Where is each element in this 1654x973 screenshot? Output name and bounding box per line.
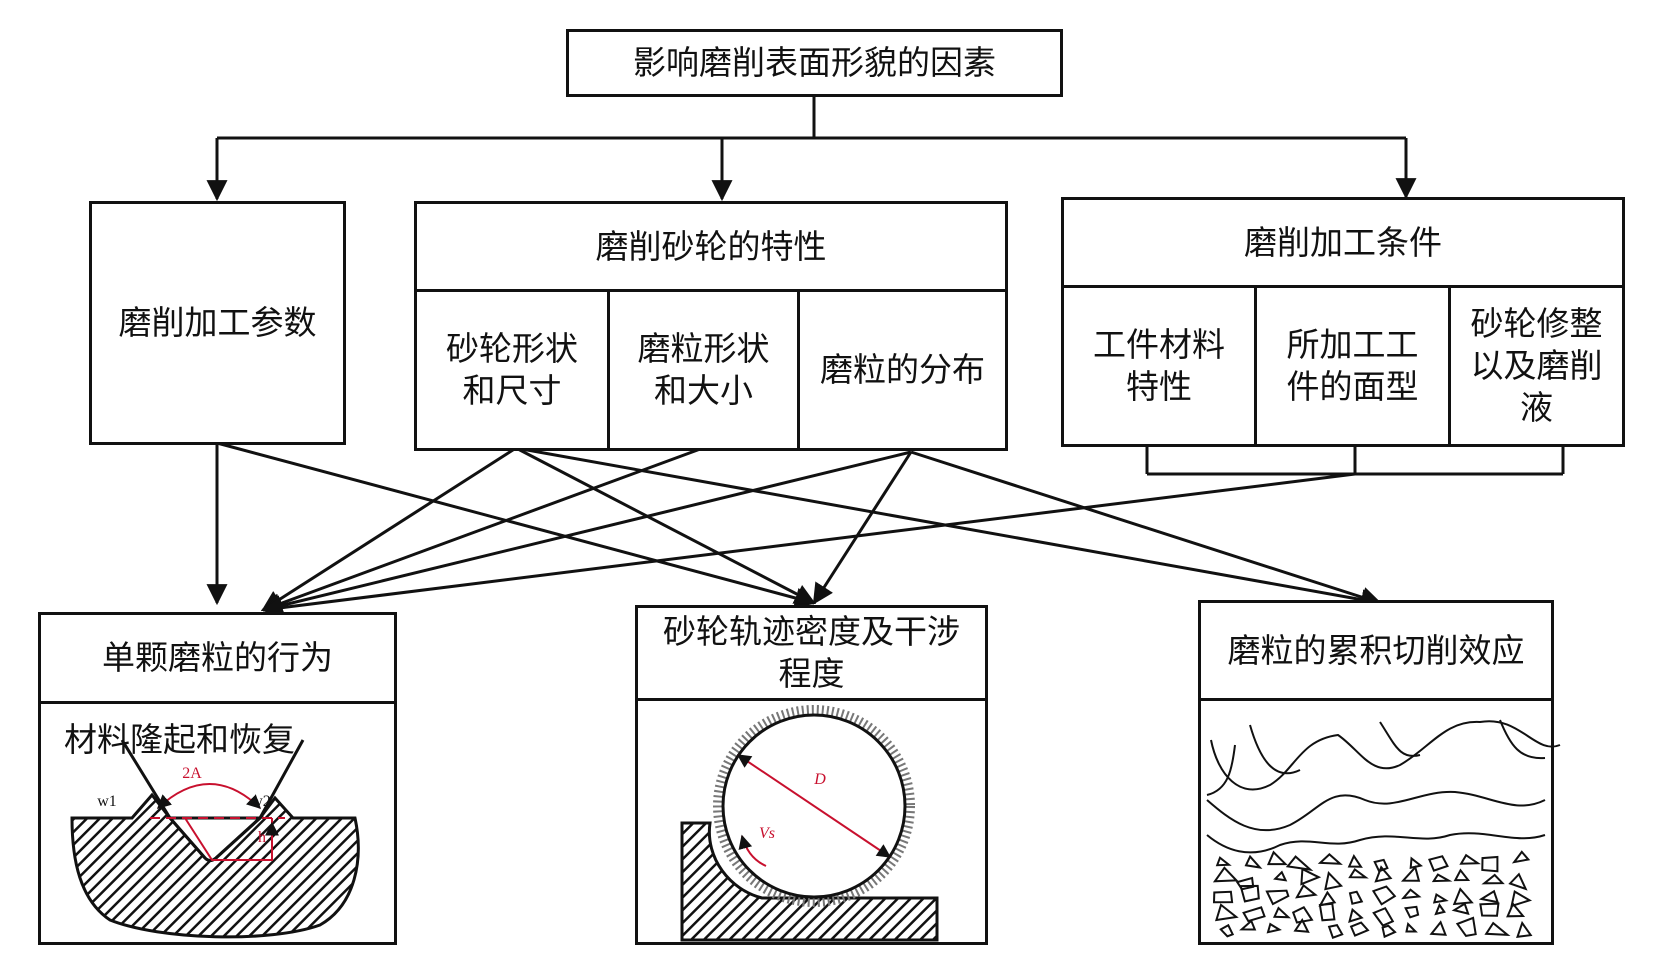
debris-chip bbox=[1349, 921, 1370, 937]
debris-chip bbox=[1272, 906, 1292, 919]
conditions-node: 磨削加工条件 工件材料 特性 所加工工 件的面型 砂轮修整 以及磨削 液 bbox=[1061, 197, 1625, 447]
cumulative-label: 磨粒的累积切削效应 bbox=[1201, 603, 1551, 701]
params-node: 磨削加工参数 bbox=[89, 201, 346, 445]
debris-chip bbox=[1239, 919, 1257, 931]
conditions-label: 磨削加工条件 bbox=[1064, 200, 1622, 288]
wheel-node: 磨削砂轮的特性 砂轮形状 和尺寸 磨粒形状 和大小 磨粒的分布 bbox=[414, 201, 1008, 451]
debris-chip bbox=[1373, 858, 1389, 873]
single-grain-label: 单颗磨粒的行为 bbox=[41, 615, 394, 704]
root-label: 影响磨削表面形貌的因素 bbox=[633, 43, 996, 82]
debris-chip bbox=[1510, 890, 1533, 908]
trajectory-illustration bbox=[680, 705, 939, 942]
debris-chip bbox=[1481, 855, 1499, 873]
debris-chip bbox=[1372, 906, 1395, 927]
debris-chip bbox=[1317, 853, 1343, 865]
trajectory-node: 砂轮轨迹密度及干涉程度 bbox=[635, 605, 988, 945]
debris-chip bbox=[1459, 853, 1481, 865]
debris-chip bbox=[1506, 902, 1526, 918]
debris-chip bbox=[1318, 902, 1336, 922]
speed-annotation: Vs bbox=[759, 825, 775, 842]
debris-chip bbox=[1300, 867, 1322, 886]
debris-chip bbox=[1212, 890, 1234, 904]
angle-annotation: 2A bbox=[182, 765, 202, 782]
debris-chip bbox=[1266, 850, 1288, 866]
debris-chip bbox=[1235, 876, 1255, 891]
conditions-sub-dressing: 砂轮修整 以及磨削 液 bbox=[1470, 304, 1603, 427]
w1-annotation: w1 bbox=[97, 793, 117, 810]
debris-chip bbox=[1371, 885, 1397, 906]
debris-chip bbox=[1404, 905, 1420, 919]
debris-chip bbox=[1285, 855, 1314, 872]
debris-chip bbox=[1374, 865, 1393, 883]
debris-chip bbox=[1273, 870, 1288, 882]
debris-chip bbox=[1434, 902, 1446, 916]
debris-chip bbox=[1484, 921, 1511, 937]
debris-chip bbox=[1266, 922, 1282, 934]
debris-chip bbox=[1219, 923, 1235, 938]
debris-chip bbox=[1481, 873, 1505, 885]
debris-chip bbox=[1327, 923, 1344, 939]
debris-chip bbox=[1479, 902, 1500, 917]
debris-chip bbox=[1400, 865, 1421, 882]
debris-chip bbox=[1347, 854, 1363, 868]
debris-chip bbox=[1432, 892, 1449, 904]
debris-chip bbox=[1455, 916, 1477, 937]
debris-chip bbox=[1401, 888, 1422, 900]
debris-chip bbox=[1215, 856, 1232, 867]
w2-annotation: w2 bbox=[251, 793, 271, 810]
debris-chip bbox=[1431, 873, 1453, 883]
debris-chip bbox=[1214, 903, 1239, 922]
debris-pattern bbox=[1212, 850, 1533, 939]
debris-chip bbox=[1348, 868, 1369, 879]
conditions-sub-surface: 所加工工 件的面型 bbox=[1257, 288, 1451, 444]
debris-chip bbox=[1381, 924, 1397, 939]
debris-chip bbox=[1511, 850, 1531, 864]
debris-chip bbox=[1478, 889, 1500, 904]
params-label: 磨削加工参数 bbox=[118, 303, 317, 342]
wheel-sub-grain-size: 磨粒形状 和大小 bbox=[610, 292, 800, 448]
debris-chip bbox=[1428, 855, 1449, 872]
conditions-sub-material: 工件材料 特性 bbox=[1064, 288, 1257, 444]
debris-chip bbox=[1293, 918, 1310, 933]
debris-chip bbox=[1405, 921, 1418, 933]
wheel-sub-shape: 砂轮形状 和尺寸 bbox=[417, 292, 610, 448]
wheel-label: 磨削砂轮的特性 bbox=[417, 204, 1005, 292]
debris-chip bbox=[1451, 902, 1470, 916]
debris-chip bbox=[1324, 871, 1344, 891]
debris-chip bbox=[1295, 883, 1318, 899]
debris-chip bbox=[1212, 866, 1239, 883]
debris-chip bbox=[1452, 887, 1474, 906]
grain-illustration bbox=[70, 739, 360, 939]
debris-chip bbox=[1429, 920, 1447, 936]
debris-chip bbox=[1242, 906, 1266, 923]
debris-chip bbox=[1244, 854, 1263, 869]
debris-chip bbox=[1508, 872, 1528, 891]
debris-chip bbox=[1348, 907, 1364, 923]
single-grain-node: 单颗磨粒的行为 bbox=[38, 612, 397, 945]
debris-chip bbox=[1516, 920, 1533, 938]
trajectory-label: 砂轮轨迹密度及干涉程度 bbox=[638, 608, 985, 701]
debris-chip bbox=[1239, 884, 1260, 903]
root-node: 影响磨削表面形貌的因素 bbox=[566, 29, 1063, 97]
debris-chip bbox=[1348, 890, 1364, 905]
cumulative-illustration bbox=[1206, 719, 1561, 854]
diameter-annotation: D bbox=[814, 771, 826, 788]
wheel-sub-distribution: 磨粒的分布 bbox=[820, 350, 985, 389]
debris-chip bbox=[1265, 889, 1290, 906]
depth-annotation: h bbox=[258, 829, 266, 846]
debris-chip bbox=[1453, 868, 1471, 882]
cumulative-node: 磨粒的累积切削效应 bbox=[1198, 600, 1554, 945]
single-grain-caption: 材料隆起和恢复 bbox=[64, 720, 295, 759]
